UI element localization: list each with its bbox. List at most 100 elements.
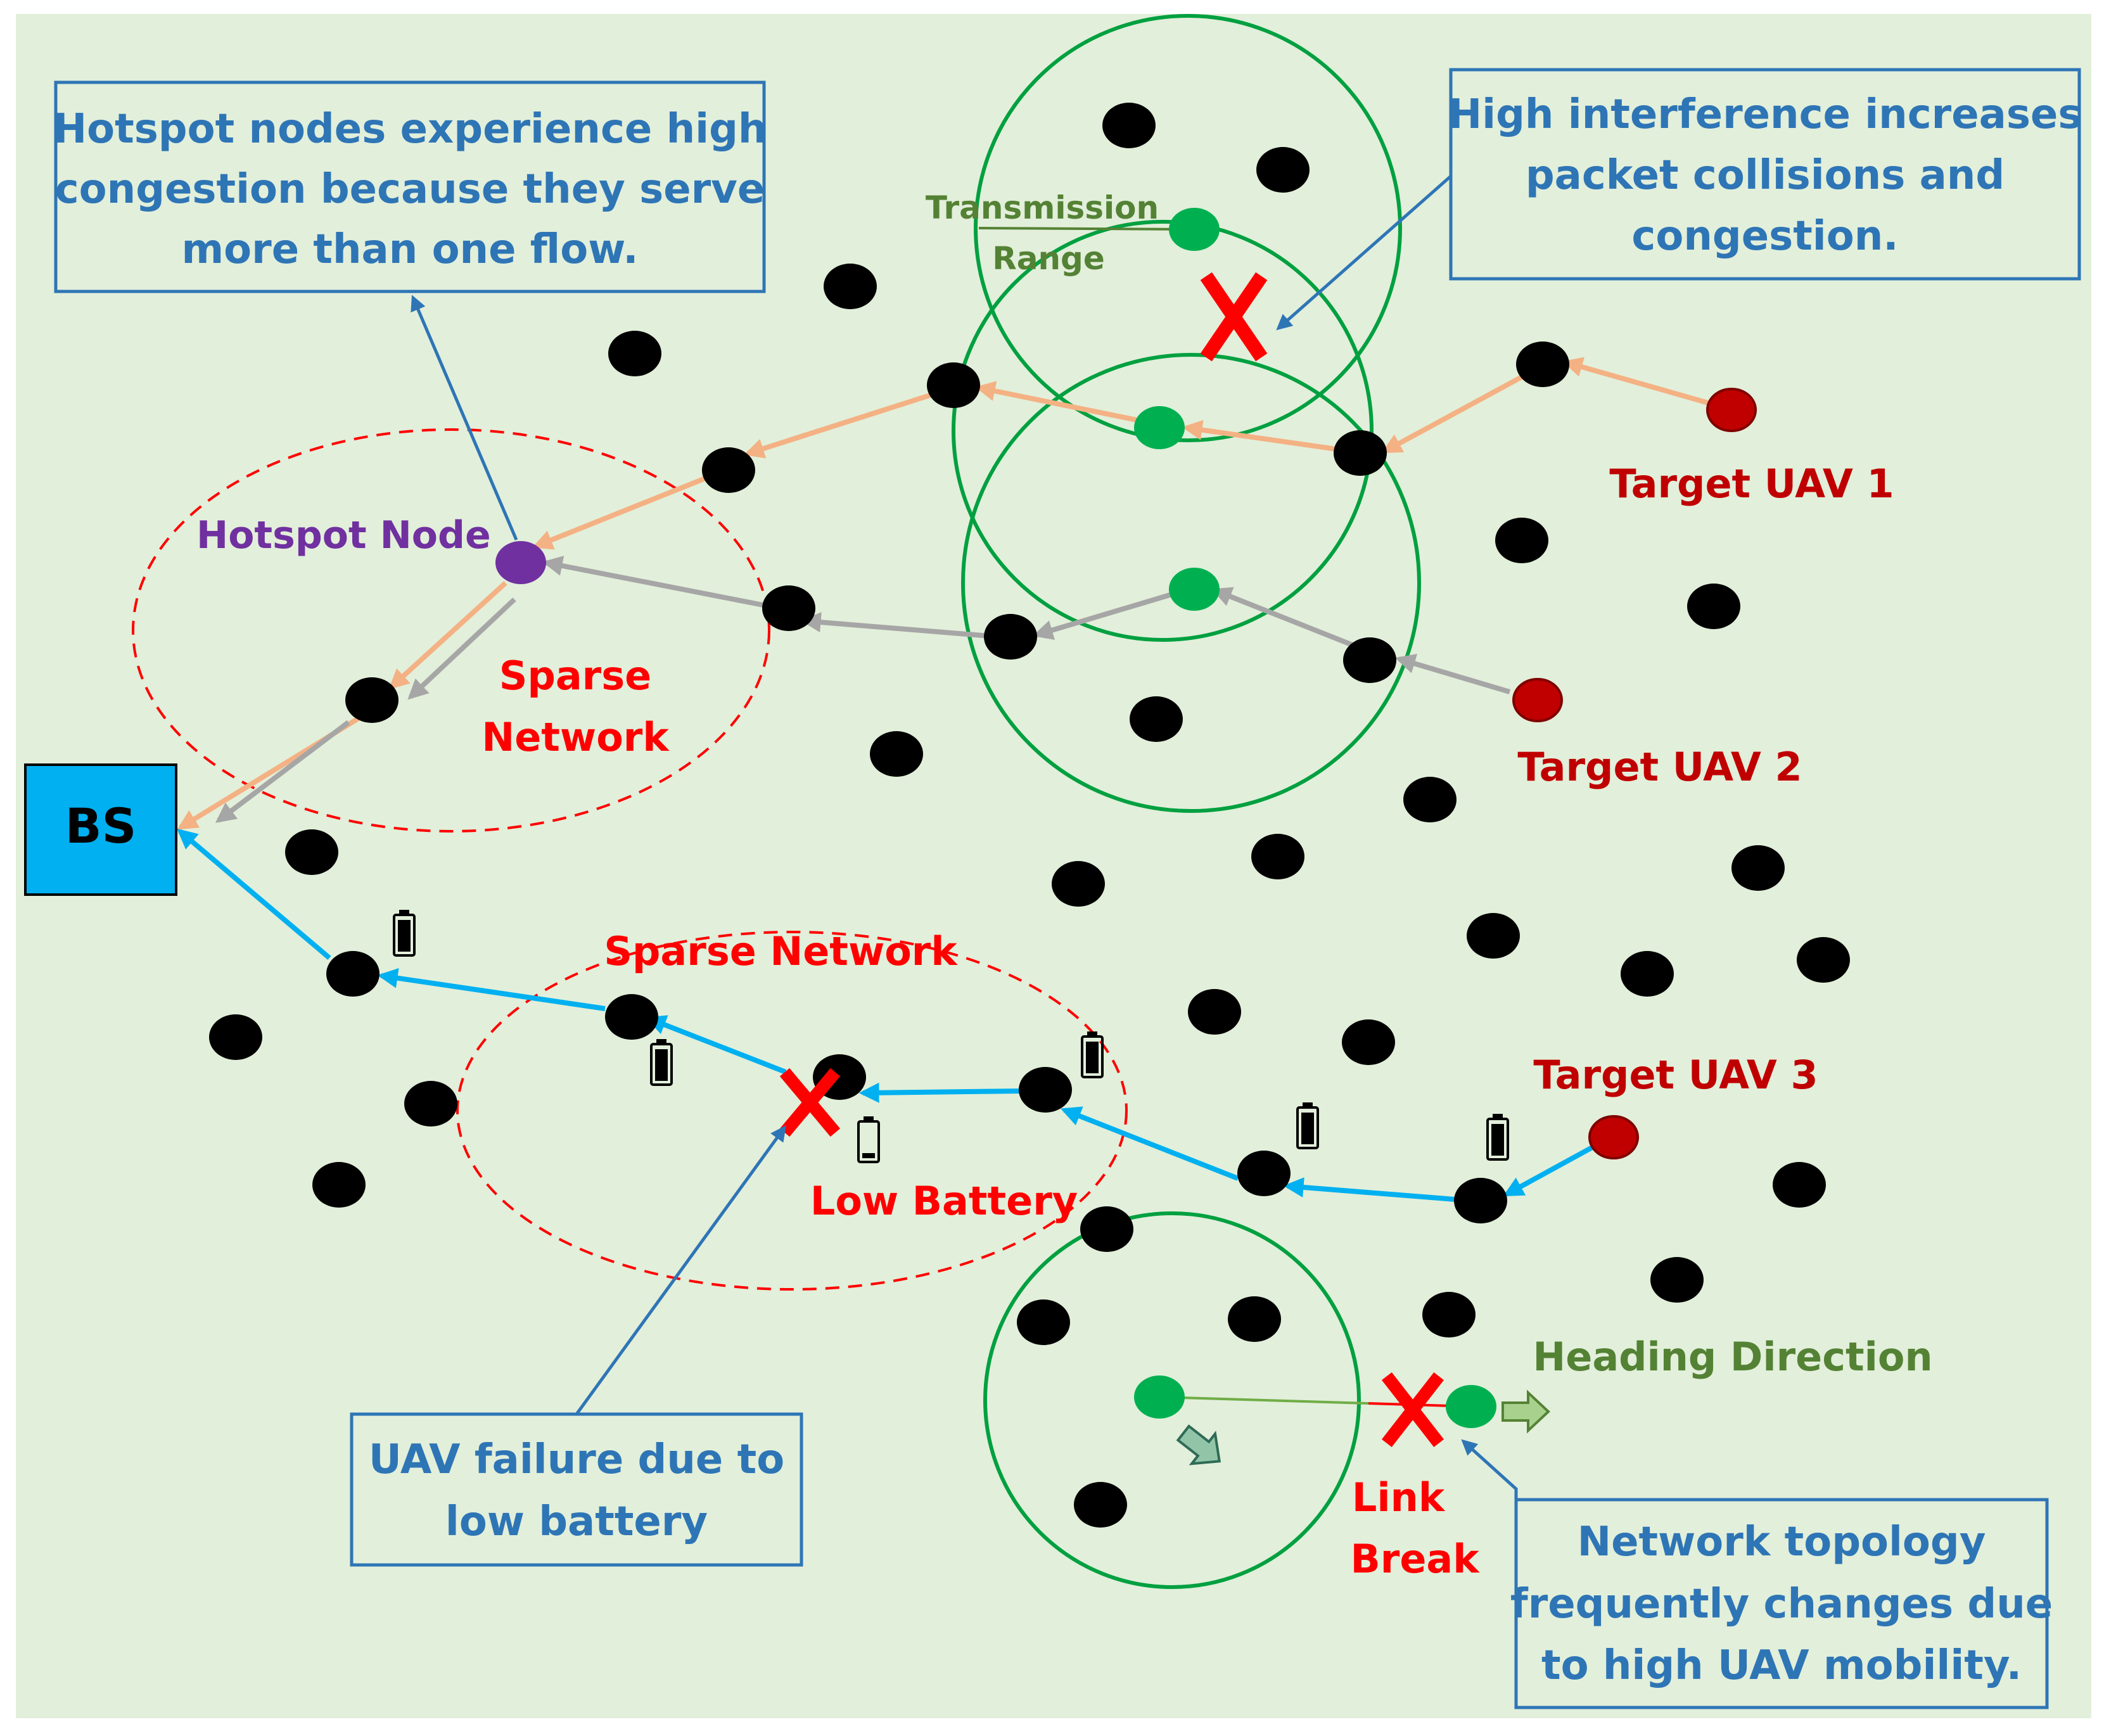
callout-pointers: [411, 175, 1518, 1500]
failure-callout-box: [350, 1412, 803, 1567]
uav-node: [1516, 341, 1569, 387]
uav-node: [984, 614, 1037, 660]
interference-callout-line: congestion.: [1631, 213, 1898, 260]
uav-node: [1019, 1067, 1072, 1113]
topology-callout: Network topology frequently changes due …: [1510, 1498, 2053, 1709]
uav-node: [1228, 1296, 1281, 1342]
uav-node: [1188, 989, 1241, 1035]
failure-callout: UAV failure due to low battery: [350, 1412, 803, 1567]
flow1-link: [743, 385, 955, 459]
flow1-link: [1182, 419, 1360, 455]
transmission-range-circles: [952, 14, 1421, 1589]
uav-node: [1237, 1151, 1291, 1196]
uav-node: [1343, 637, 1396, 683]
target-uav-3-label: Target UAV 3: [1533, 1052, 1818, 1098]
flow1-link: [1381, 362, 1545, 454]
uav-node: [1342, 1019, 1395, 1065]
failure-callout-line: low battery: [445, 1498, 708, 1545]
transmission-range-line: [978, 227, 1195, 231]
uav-node: [1422, 1292, 1476, 1337]
hotspot-node: [495, 541, 546, 584]
hotspot-callout-pointer: [411, 295, 518, 540]
uav-node: [1454, 1178, 1507, 1223]
target-uav-1-node: [1706, 388, 1757, 432]
uav-node: [345, 677, 398, 723]
range-circle-top: [974, 14, 1402, 442]
target-uav-2-node: [1512, 678, 1563, 722]
flow1-link: [974, 381, 1159, 427]
green-nodes: [1134, 208, 1496, 1428]
interference-callout-line: packet collisions and: [1526, 152, 2005, 199]
flow2-link: [1211, 587, 1363, 651]
uav-node: [1495, 518, 1548, 563]
uav-node: [608, 331, 661, 376]
target-uavs: [1512, 388, 1757, 1159]
base-station-label: BS: [65, 798, 137, 854]
range-circle-mobility: [983, 1211, 1361, 1589]
target-uav-3-node: [1588, 1115, 1639, 1159]
uav-node: [605, 994, 658, 1040]
block-arrow-icon: [1176, 1424, 1221, 1465]
interference-callout-line: High interference increases: [1448, 91, 2082, 138]
battery-icon: [650, 1039, 673, 1086]
flow2-link: [407, 597, 516, 700]
topology-callout-box: [1514, 1498, 2049, 1709]
link-break-label-line2: Break: [1351, 1536, 1481, 1582]
target-uav-1-label: Target UAV 1: [1609, 461, 1894, 507]
green-node: [1446, 1385, 1496, 1428]
uav-node: [1773, 1162, 1826, 1208]
uav-node: [1650, 1257, 1704, 1303]
uav-node: [326, 951, 379, 997]
flow-target-uav-3: [177, 828, 1595, 1202]
green-node: [1134, 406, 1185, 449]
hotspot-callout-line: more than one flow.: [181, 226, 638, 273]
flow3-link: [858, 1082, 1022, 1103]
flow3-link: [177, 828, 331, 961]
uav-node: [1074, 1482, 1127, 1528]
interference-callout-box: [1449, 68, 2081, 281]
flow3-link: [1503, 1144, 1595, 1197]
flow2-link: [1032, 588, 1186, 640]
topology-callout-pointer: [1461, 1439, 1518, 1500]
interference-callout: High interference increases packet colli…: [1448, 68, 2082, 281]
flow3-link: [1283, 1177, 1455, 1202]
uav-node: [1251, 834, 1304, 879]
topology-callout-line: frequently changes due: [1510, 1581, 2053, 1628]
uav-node: [1256, 147, 1310, 193]
uav-node: [1621, 951, 1674, 997]
flow-target-uav-2: [215, 556, 1511, 823]
flow2-link: [1394, 653, 1511, 694]
uav-node: [1467, 913, 1520, 959]
failure-callout-line: UAV failure due to: [369, 1436, 784, 1483]
link-break-label-line1: Link: [1352, 1474, 1446, 1521]
battery-icon: [1486, 1114, 1509, 1161]
uav-node: [312, 1162, 366, 1208]
mobility-link-line: [1159, 1396, 1369, 1405]
sparse-network-1-label-line2: Network: [481, 714, 670, 760]
uav-node: [762, 585, 815, 631]
uav-node: [1403, 777, 1457, 822]
flow3-link: [646, 1015, 787, 1075]
battery-icon: [1081, 1031, 1104, 1078]
range-circle-lower: [961, 353, 1421, 813]
uav-node: [824, 264, 877, 309]
topology-callout-line: Network topology: [1578, 1519, 1986, 1566]
hotspot-callout-line: congestion because they serve: [55, 166, 765, 213]
base-station-box: [24, 763, 177, 896]
uav-node: [1334, 430, 1387, 476]
uav-node: [404, 1081, 457, 1126]
uav-node: [702, 447, 755, 493]
target-uav-2-label: Target UAV 2: [1517, 744, 1802, 790]
battery-icon: [1296, 1102, 1319, 1149]
sparse-network-region-1: [132, 428, 770, 833]
flow1-link: [1562, 357, 1730, 411]
hotspot-callout-box: [54, 80, 766, 293]
uav-node: [285, 829, 338, 875]
interference-callout-pointer: [1276, 175, 1452, 331]
flow2-link: [215, 720, 350, 823]
green-node: [1169, 568, 1220, 611]
flow1-link: [388, 581, 507, 690]
flow3-link: [1061, 1106, 1239, 1181]
